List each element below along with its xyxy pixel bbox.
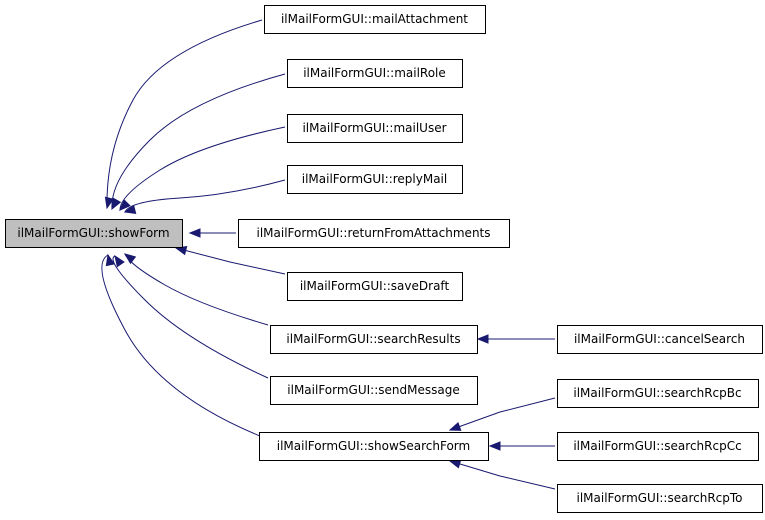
node-label: ilMailFormGUI::cancelSearch <box>574 332 745 346</box>
edge-searchResults-to-showForm <box>123 253 269 326</box>
edge-searchRcpBc-to-showSearchForm <box>448 397 556 431</box>
node-label: ilMailFormGUI::saveDraft <box>300 279 450 293</box>
node-label: ilMailFormGUI::replyMail <box>302 172 447 186</box>
node-replyMail[interactable]: ilMailFormGUI::replyMail <box>287 165 463 194</box>
edge-line <box>449 397 556 431</box>
arrowhead <box>111 197 122 211</box>
edge-replyMail-to-showForm <box>123 179 286 215</box>
edge-line <box>175 247 286 275</box>
node-returnFromAttachments[interactable]: ilMailFormGUI::returnFromAttachments <box>238 219 510 248</box>
node-box <box>287 114 463 143</box>
node-label: ilMailFormGUI::searchResults <box>286 332 460 346</box>
node-box <box>238 219 510 248</box>
node-label: ilMailFormGUI::searchRcpBc <box>573 386 741 400</box>
node-searchRcpTo[interactable]: ilMailFormGUI::searchRcpTo <box>557 484 763 513</box>
node-showForm[interactable]: ilMailFormGUI::showForm <box>5 219 183 248</box>
node-mailUser[interactable]: ilMailFormGUI::mailUser <box>287 114 463 143</box>
node-box <box>287 272 463 301</box>
edge-line <box>124 253 269 326</box>
edge-mailUser-to-showForm <box>119 126 286 211</box>
node-box <box>557 432 759 461</box>
arrowhead <box>119 199 131 211</box>
node-label: ilMailFormGUI::showForm <box>17 226 169 240</box>
node-saveDraft[interactable]: ilMailFormGUI::saveDraft <box>287 272 463 301</box>
edge-line <box>101 254 261 437</box>
edge-mailRole-to-showForm <box>111 73 286 211</box>
node-box <box>264 5 486 34</box>
node-label: ilMailFormGUI::searchRcpTo <box>576 491 742 505</box>
edge-searchRcpCc-to-showSearchForm <box>488 441 555 451</box>
edge-searchRcpTo-to-showSearchForm <box>448 459 556 490</box>
arrowhead <box>476 334 489 344</box>
node-box <box>270 325 478 354</box>
node-searchResults[interactable]: ilMailFormGUI::searchResults <box>270 325 478 354</box>
node-label: ilMailFormGUI::sendMessage <box>287 383 459 397</box>
node-box <box>270 376 478 405</box>
node-mailAttachment[interactable]: ilMailFormGUI::mailAttachment <box>264 5 486 34</box>
node-label: ilMailFormGUI::mailUser <box>302 121 446 135</box>
node-sendMessage[interactable]: ilMailFormGUI::sendMessage <box>270 376 478 405</box>
arrowhead <box>448 421 462 431</box>
arrowhead <box>104 196 115 210</box>
edge-line <box>119 126 286 211</box>
edge-returnFromAttachments-to-showForm <box>188 228 236 238</box>
node-mailRole[interactable]: ilMailFormGUI::mailRole <box>287 59 463 88</box>
arrowhead <box>188 228 201 238</box>
nodes-layer: ilMailFormGUI::showForm ilMailFormGUI::ma… <box>5 5 763 513</box>
node-label: ilMailFormGUI::showSearchForm <box>277 439 470 453</box>
node-box <box>287 59 463 88</box>
arrowhead <box>448 459 462 469</box>
edge-line <box>124 179 286 213</box>
arrowhead <box>488 441 501 451</box>
edges-layer <box>101 19 556 490</box>
edge-line <box>112 255 269 379</box>
edge-showSearchForm-to-showForm <box>101 253 261 437</box>
arrowhead <box>123 204 137 215</box>
edge-mailAttachment-to-showForm <box>104 19 263 210</box>
node-box <box>557 484 763 513</box>
node-searchRcpBc[interactable]: ilMailFormGUI::searchRcpBc <box>557 379 759 408</box>
arrowhead <box>105 253 115 267</box>
node-box <box>259 432 489 461</box>
node-label: ilMailFormGUI::returnFromAttachments <box>257 226 491 240</box>
edge-sendMessage-to-showForm <box>112 254 269 379</box>
edge-cancelSearch-to-searchResults <box>476 334 555 344</box>
node-box <box>557 379 759 408</box>
node-box <box>287 165 463 194</box>
arrowhead <box>114 254 125 268</box>
node-cancelSearch[interactable]: ilMailFormGUI::cancelSearch <box>557 325 763 354</box>
node-searchRcpCc[interactable]: ilMailFormGUI::searchRcpCc <box>557 432 759 461</box>
edge-saveDraft-to-showForm <box>174 246 286 275</box>
edge-line <box>111 73 286 210</box>
node-label: ilMailFormGUI::mailAttachment <box>281 12 468 26</box>
node-label: ilMailFormGUI::searchRcpCc <box>573 439 741 453</box>
node-box <box>5 219 183 248</box>
node-label: ilMailFormGUI::mailRole <box>303 66 446 80</box>
edge-line <box>106 19 263 209</box>
node-showSearchForm[interactable]: ilMailFormGUI::showSearchForm <box>259 432 489 461</box>
node-box <box>557 325 763 354</box>
edge-line <box>449 460 556 490</box>
arrowhead <box>123 253 137 265</box>
